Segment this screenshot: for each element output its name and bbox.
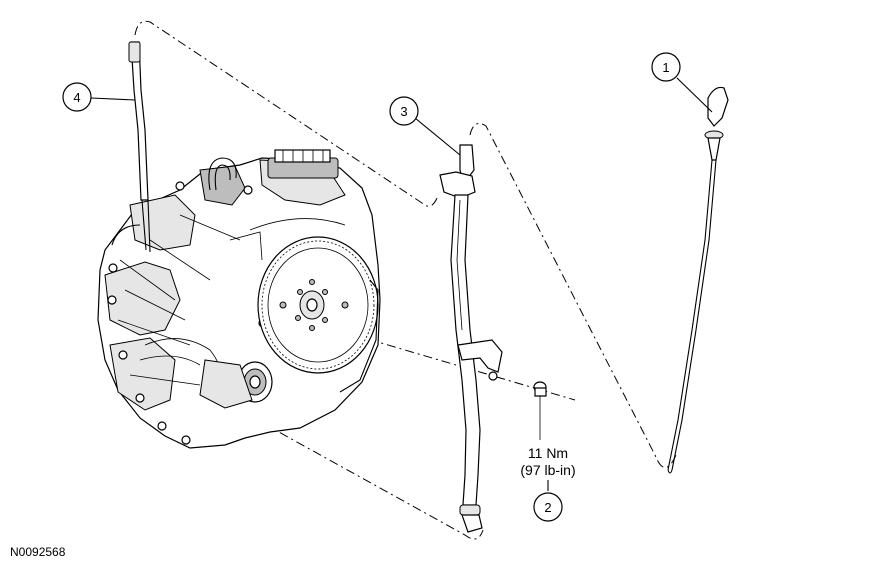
- torque-imperial: (97 lb-in): [520, 462, 575, 478]
- callout-1: 1: [651, 52, 681, 82]
- callout-2-label: 2: [544, 500, 551, 515]
- reference-number: N0092568: [10, 545, 66, 559]
- alignment-lines: [134, 20, 677, 540]
- torque-metric: 11 Nm: [528, 445, 568, 461]
- leader-lines: [90, 77, 713, 491]
- callout-4: 4: [62, 82, 92, 112]
- bracket-bolt: [533, 381, 547, 440]
- callout-2: 2: [533, 492, 563, 522]
- callout-4-label: 4: [73, 90, 80, 105]
- tube-upper-section: [111, 41, 151, 253]
- callout-3-label: 3: [400, 104, 407, 119]
- dipstick-tube: [439, 144, 503, 533]
- callout-3: 3: [389, 96, 419, 126]
- transaxle-assembly: [97, 149, 381, 449]
- dipstick: [667, 86, 729, 474]
- callout-1-label: 1: [662, 60, 669, 75]
- torque-spec: 11 Nm (97 lb-in): [520, 445, 575, 478]
